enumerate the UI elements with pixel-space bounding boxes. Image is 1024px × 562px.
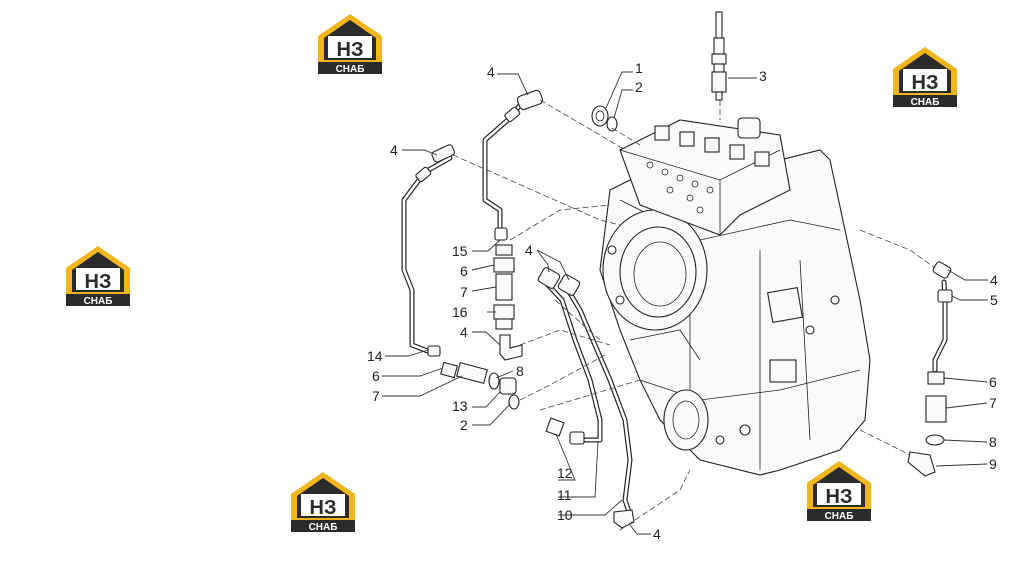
watermark-logo: НЗ СНАБ — [893, 47, 957, 108]
callout-2: 2 — [460, 417, 468, 433]
watermark-logo: НЗ СНАБ — [291, 472, 355, 533]
callout-4: 4 — [390, 142, 398, 158]
callout-9: 9 — [989, 456, 997, 472]
leader-lines — [382, 71, 988, 535]
callout-4: 4 — [525, 242, 533, 258]
callout-11: 11 — [557, 487, 572, 503]
callout-5: 5 — [990, 292, 998, 308]
callout-7: 7 — [989, 395, 997, 411]
logo-caption: СНАБ — [825, 511, 854, 522]
washer — [606, 116, 618, 132]
pipe-line-left-outer — [401, 144, 456, 357]
callout-16: 16 — [452, 304, 468, 320]
plug — [591, 105, 609, 127]
callout-6: 6 — [989, 374, 997, 390]
fittings-vertical-stack — [493, 244, 523, 361]
pipe-line-right — [907, 261, 953, 477]
callout-15: 15 — [452, 243, 468, 259]
logo-letters: НЗ — [912, 72, 939, 94]
fittings-horizontal-stack — [440, 361, 520, 410]
logo-letters: НЗ — [337, 39, 364, 61]
pipe-line-center — [537, 267, 635, 529]
callout-2: 2 — [635, 79, 643, 95]
logo-letters: НЗ — [310, 497, 337, 519]
logo-caption: СНАБ — [336, 64, 365, 75]
watermark-logo: НЗ СНАБ — [66, 246, 130, 307]
callout-4: 4 — [653, 526, 661, 542]
callout-4: 4 — [460, 324, 468, 340]
union-fitting — [545, 417, 565, 437]
transmission-housing — [599, 149, 871, 476]
logo-caption: СНАБ — [911, 97, 940, 108]
callout-7: 7 — [372, 388, 380, 404]
callout-10: 10 — [557, 507, 573, 523]
logo-letters: НЗ — [826, 486, 853, 508]
logo-letters: НЗ — [85, 271, 112, 293]
watermark-logo: НЗ СНАБ — [318, 14, 382, 75]
callout-3: 3 — [759, 68, 767, 84]
callout-14: 14 — [367, 348, 383, 364]
callout-6: 6 — [460, 263, 468, 279]
callout-13: 13 — [452, 398, 468, 414]
callout-12: 12 — [557, 465, 573, 481]
temperature-sensor — [711, 11, 727, 101]
callout-1: 1 — [635, 60, 643, 76]
callout-8: 8 — [516, 363, 524, 379]
callout-7: 7 — [460, 284, 468, 300]
watermark-logo: НЗ СНАБ — [807, 461, 871, 522]
callout-6: 6 — [372, 368, 380, 384]
callout-4: 4 — [487, 64, 495, 80]
callout-labels: 4 1 2 3 4 15 6 7 16 4 14 6 7 8 13 2 4 12… — [367, 60, 998, 542]
callout-8: 8 — [989, 434, 997, 450]
pipe-line-left-inner — [482, 89, 544, 241]
logo-caption: СНАБ — [309, 522, 338, 533]
dashed-guides — [452, 99, 936, 531]
logo-caption: СНАБ — [84, 296, 113, 307]
callout-4: 4 — [990, 272, 998, 288]
control-valve-block — [619, 117, 791, 236]
